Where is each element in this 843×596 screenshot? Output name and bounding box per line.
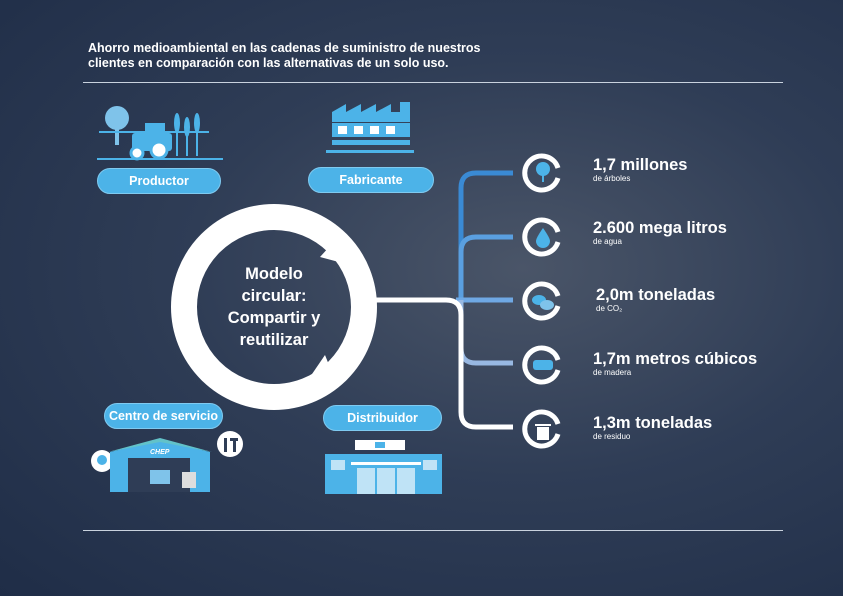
- stat-unit: de CO₂: [596, 304, 623, 313]
- lightbulb-icon: [97, 455, 107, 465]
- stat-value: 1,7 millones: [593, 156, 688, 174]
- service-center-icon: CHEP: [91, 431, 243, 492]
- branch-5: [376, 297, 513, 430]
- stat-unit: de agua: [593, 237, 622, 246]
- stat-unit: de residuo: [593, 432, 631, 441]
- stage-fabricante: Fabricante: [308, 167, 434, 193]
- stat-value: 1,3m toneladas: [593, 414, 713, 432]
- branch-4: [458, 300, 513, 366]
- tools-icon: [224, 438, 227, 452]
- intro-text: Ahorro medioambiental en las cadenas de …: [88, 41, 481, 70]
- stat-unit: de árboles: [593, 174, 631, 183]
- trash-icon: [535, 424, 551, 440]
- stat-value: 1,7m metros cúbicos: [593, 350, 758, 368]
- stat-value: 2.600 mega litros: [593, 219, 727, 237]
- factory-icon: [326, 102, 414, 153]
- stat-unit: de madera: [593, 368, 632, 377]
- cloud-icon: [532, 295, 554, 310]
- farm-tractor-icon: [97, 106, 223, 161]
- bottom-divider: [83, 530, 783, 531]
- branch-2: [458, 234, 513, 300]
- stat-value: 2,0m toneladas: [596, 286, 716, 304]
- cycle-arrows-icon: [171, 204, 377, 410]
- store-icon: [325, 440, 442, 494]
- wood-icon: [533, 360, 553, 370]
- stat-icons: [522, 153, 561, 449]
- stage-centro-servicio: Centro de servicio: [104, 403, 223, 429]
- cart-icon: [375, 442, 385, 448]
- stage-productor: Productor: [97, 168, 221, 194]
- water-drop-icon: [536, 228, 550, 248]
- cycle-center-label: Modelo circular: Compartir y reutilizar: [227, 265, 321, 349]
- tree-icon: [536, 162, 550, 182]
- stage-distribuidor: Distribuidor: [323, 405, 442, 431]
- branch-1: [458, 170, 513, 300]
- top-divider: [83, 82, 783, 83]
- chep-sign: CHEP: [150, 449, 170, 456]
- branch-connectors: [376, 170, 513, 430]
